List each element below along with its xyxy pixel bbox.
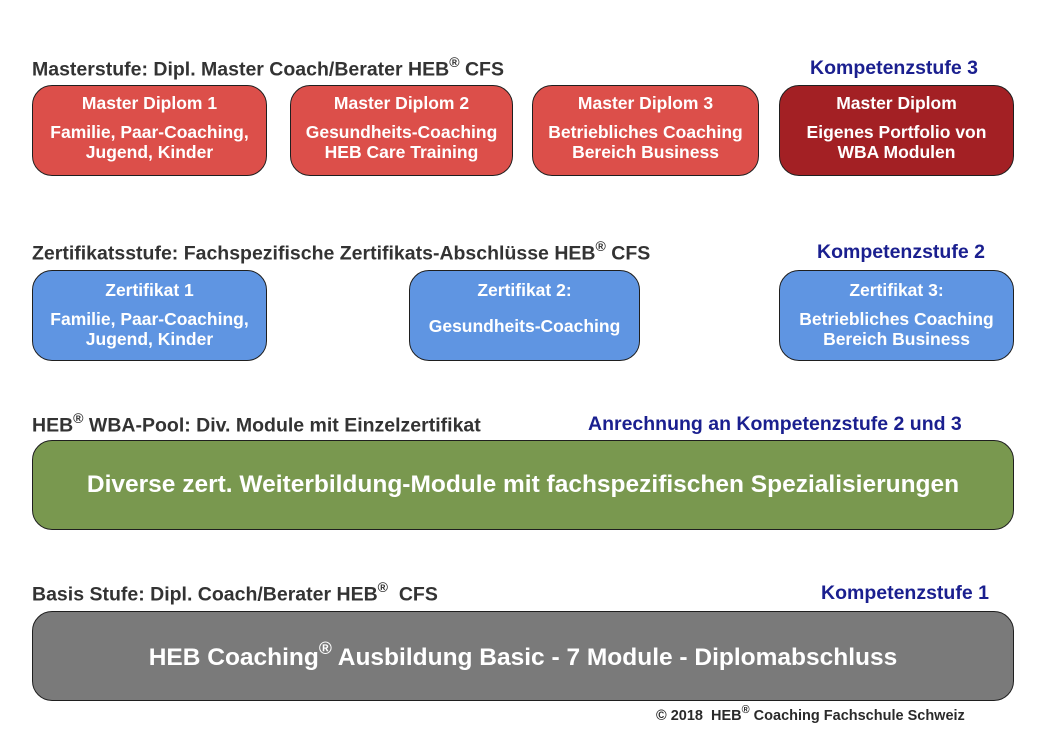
box-line: Jugend, Kinder <box>85 329 214 349</box>
box-line: Familie, Paar-Coaching, <box>50 309 249 329</box>
basis-ausbildung-box: HEB Coaching® Ausbildung Basic - 7 Modul… <box>32 611 1014 701</box>
wba-box-text: Diverse zert. Weiterbildung-Module mit f… <box>86 471 960 498</box>
box-line: Bereich Business <box>823 329 970 349</box>
master-heading: Masterstufe: Dipl. Master Coach/Berater … <box>32 53 504 82</box>
box-line: Betriebliches Coaching <box>548 122 743 142</box>
zert-heading: Zertifikatsstufe: Fachspezifische Zertif… <box>32 237 651 266</box>
wba-heading: HEB® WBA-Pool: Div. Module mit Einzelzer… <box>32 409 481 438</box>
zert-heading-text: Zertifikatsstufe: Fachspezifische Zertif… <box>32 242 596 265</box>
box-line: Gesundheits-Coaching <box>428 316 621 336</box>
wba-heading-text: WBA-Pool: Div. Module mit Einzelzertifik… <box>83 414 481 437</box>
basis-heading-text: Basis Stufe: Dipl. Coach/Berater HEB <box>32 583 378 606</box>
box-title: Zertifikat 1 <box>105 280 194 300</box>
wba-heading-prefix: HEB <box>32 414 74 437</box>
box-line: HEB Care Training <box>324 142 479 162</box>
box-line: Eigenes Portfolio von <box>806 122 987 142</box>
master-diplom-1-box: Master Diplom 1 Familie, Paar-Coaching,J… <box>32 85 267 176</box>
box-description: Gesundheits-Coaching <box>429 316 621 336</box>
box-line: Gesundheits-Coaching <box>305 122 498 142</box>
basis-box-suffix: Ausbildung Basic - 7 Module - Diplomabsc… <box>331 644 898 672</box>
registered-mark: ® <box>73 409 84 426</box>
box-title: Zertifikat 3: <box>849 280 944 300</box>
box-title: Zertifikat 2: <box>477 280 572 300</box>
box-line: Familie, Paar-Coaching, <box>50 122 249 142</box>
box-title: Master Diplom 2 <box>333 93 470 113</box>
box-title: Master Diplom 1 <box>81 93 218 113</box>
registered-mark: ® <box>449 53 460 70</box>
basis-level-label: Kompetenzstufe 1 <box>821 582 989 604</box>
box-line: Betriebliches Coaching <box>799 309 994 329</box>
footer-suffix: Coaching Fachschule Schweiz <box>749 707 965 724</box>
registered-mark: ® <box>595 237 606 254</box>
zertifikat-1-box: Zertifikat 1 Familie, Paar-Coaching,Juge… <box>32 270 267 361</box>
box-line: Bereich Business <box>572 142 719 162</box>
master-level-label: Kompetenzstufe 3 <box>810 57 978 79</box>
registered-mark: ® <box>318 638 332 659</box>
box-title: Master Diplom <box>836 93 957 113</box>
footer-prefix: © 2018 HEB <box>656 707 742 724</box>
box-line: WBA Modulen <box>837 142 956 162</box>
master-heading-text: Masterstufe: Dipl. Master Coach/Berater … <box>32 58 450 81</box>
basis-box-prefix: HEB Coaching <box>148 644 319 672</box>
master-heading-suffix: CFS <box>459 58 504 81</box>
basis-box-text: HEB Coaching® Ausbildung Basic - 7 Modul… <box>148 638 898 672</box>
basis-heading-suffix: CFS <box>388 583 438 606</box>
zertifikat-2-box: Zertifikat 2: Gesundheits-Coaching <box>409 270 640 361</box>
box-line: Jugend, Kinder <box>85 142 214 162</box>
registered-mark: ® <box>741 703 750 716</box>
zert-level-label: Kompetenzstufe 2 <box>817 241 985 263</box>
copyright-footer: © 2018 HEB® Coaching Fachschule Schweiz <box>656 703 965 724</box>
wba-level-label: Anrechnung an Kompetenzstufe 2 und 3 <box>588 413 962 435</box>
wba-module-box: Diverse zert. Weiterbildung-Module mit f… <box>32 440 1014 530</box>
registered-mark: ® <box>377 578 389 595</box>
box-title: Master Diplom 3 <box>577 93 714 113</box>
zert-heading-suffix: CFS <box>605 242 651 265</box>
basis-heading: Basis Stufe: Dipl. Coach/Berater HEB® CF… <box>32 578 438 607</box>
box-description: Familie, Paar-Coaching,Jugend, Kinder <box>50 309 248 349</box>
box-description: Familie, Paar-Coaching,Jugend, Kinder <box>50 122 248 162</box>
